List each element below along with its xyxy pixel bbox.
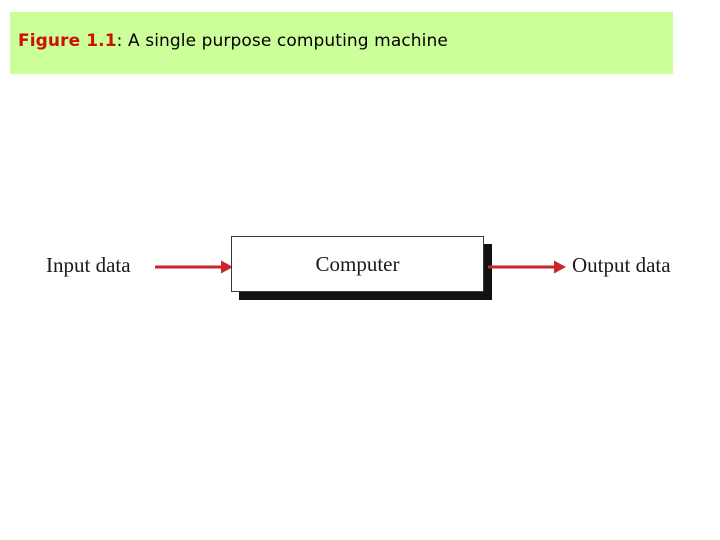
output-data-label: Output data: [572, 253, 671, 277]
figure-caption: Figure 1.1: A single purpose computing m…: [18, 30, 448, 52]
figure-number-label: Figure 1.1: [18, 31, 117, 51]
input-data-label: Input data: [46, 253, 131, 277]
figure-caption-band: Figure 1.1: A single purpose computing m…: [10, 12, 673, 74]
figure-caption-text: : A single purpose computing machine: [116, 31, 448, 51]
computer-label: Computer: [315, 251, 400, 276]
input-arrow-icon: [155, 260, 233, 274]
computer-box: Computer: [231, 236, 484, 292]
output-arrow-icon: [488, 260, 566, 274]
